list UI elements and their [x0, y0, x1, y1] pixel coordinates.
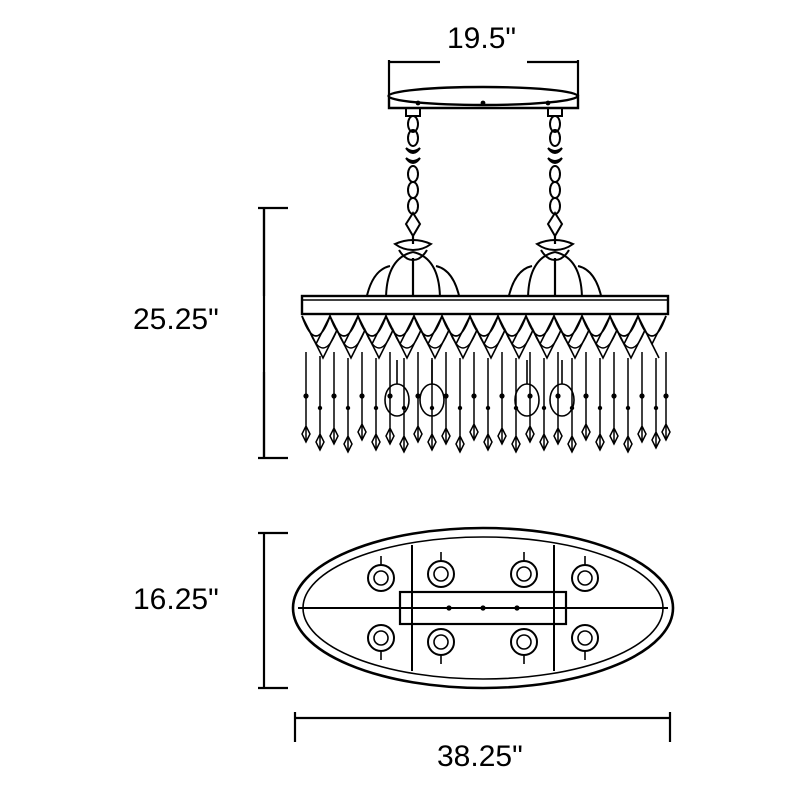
shade-top-rail [300, 294, 670, 316]
dimension-canopy-width [387, 60, 580, 96]
dimension-fixture-height [258, 206, 288, 460]
socket-group-top [367, 552, 599, 592]
dimension-label-fixture-height: 25.25" [133, 303, 219, 336]
crystal-strands [301, 352, 671, 454]
dimension-label-canopy-width: 19.5" [447, 22, 517, 55]
front-elevation-view [258, 85, 671, 460]
chain-left [404, 107, 422, 244]
dimension-label-fixture-depth: 16.25" [133, 583, 219, 616]
chain-right [546, 107, 564, 244]
crystal-swag-rows [301, 313, 667, 360]
finial-right [507, 239, 603, 301]
dimension-fixture-depth [258, 531, 288, 690]
socket-group-bottom [367, 624, 599, 664]
canopy-plate [387, 85, 580, 110]
finial-left [365, 239, 461, 301]
dimension-label-fixture-width: 38.25" [437, 740, 523, 773]
top-plan-view [258, 526, 675, 742]
dimension-fixture-width [293, 712, 672, 742]
